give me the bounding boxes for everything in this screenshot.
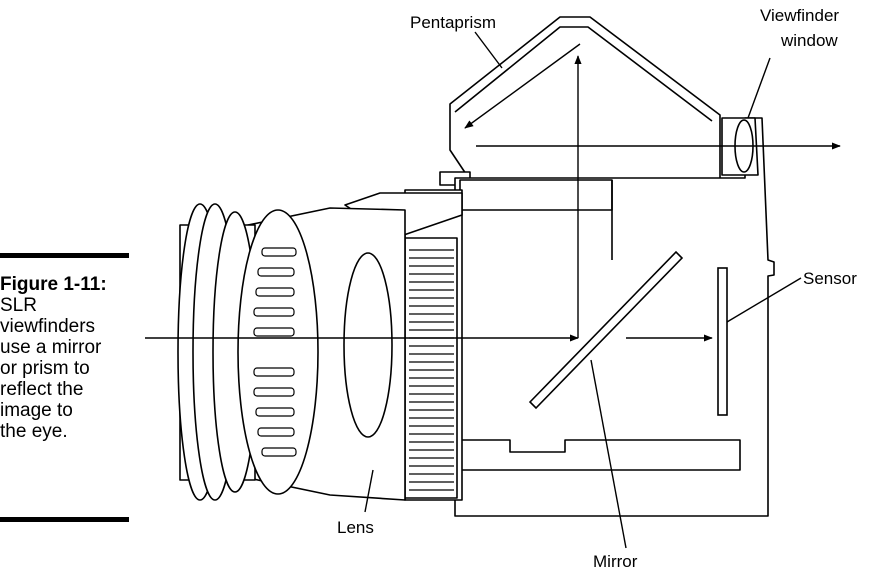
label-sensor: Sensor <box>803 269 857 288</box>
sensor <box>717 267 728 416</box>
pentaprism-housing <box>449 16 721 181</box>
caption-top-rule <box>0 253 129 258</box>
grip-ring-slots <box>253 247 297 457</box>
leader-lines <box>364 31 802 549</box>
caption-title: Figure 1-11: <box>0 274 107 295</box>
pentaprism-inner-edge <box>454 26 713 122</box>
light-path <box>145 43 841 342</box>
figure-caption: Figure 1-11: SLR viewfinders use a mirro… <box>0 274 130 442</box>
label-mirror: Mirror <box>593 552 638 571</box>
label-pentaprism: Pentaprism <box>410 13 496 32</box>
body-floor <box>455 439 741 471</box>
lens-element <box>343 252 393 438</box>
focus-ring <box>404 237 458 499</box>
label-viewfinder-line2: window <box>780 31 838 50</box>
caption-bottom-rule <box>0 517 129 522</box>
caption-body: SLR viewfinders use a mirror or prism to… <box>0 295 102 442</box>
label-viewfinder-line1: Viewfinder <box>760 6 839 25</box>
label-lens: Lens <box>337 518 374 537</box>
mirror <box>528 250 684 410</box>
grip-ring <box>237 209 319 495</box>
